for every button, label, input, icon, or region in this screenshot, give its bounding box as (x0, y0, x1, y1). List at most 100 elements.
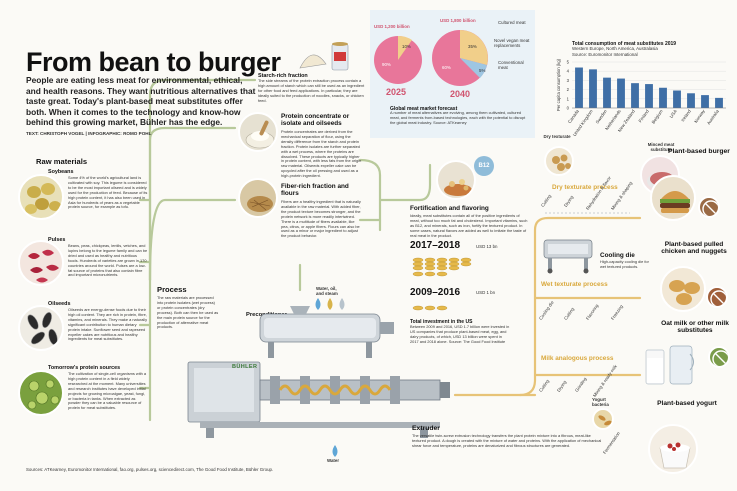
chart-ytick: 2 (567, 87, 570, 92)
chart-xtick: Belgium (651, 108, 664, 124)
investment-value-1: USD 13 bn (476, 244, 498, 249)
market-pct-a: 90% (382, 62, 391, 67)
chart-bar (589, 69, 597, 108)
chart-bar (687, 93, 695, 108)
chart-ytick: 5 (567, 60, 570, 65)
market-text: A number of meat alternatives are evolvi… (390, 110, 526, 125)
no-cow-milk-icon (708, 346, 730, 368)
process-text: The raw materials are processed into pro… (157, 295, 219, 330)
soybeans-icon (18, 174, 64, 220)
chart-xtick: Canada (567, 108, 580, 124)
tomorrow-text: The cultivation of single-cell organisms… (68, 371, 147, 411)
water-oil-steam-icons (312, 296, 352, 312)
water-label: Water (327, 458, 340, 463)
sources-line: Sources: ATKearney, Euromonitor Internat… (26, 467, 274, 472)
market-legend-conventional: Conventional meat (498, 60, 524, 70)
starch-icon (296, 38, 358, 74)
chart-xtick: Norway (693, 108, 706, 124)
raw-materials-heading: Raw materials (36, 157, 88, 166)
investment-heading: Total investment in the US (410, 319, 473, 325)
burger-icon (650, 175, 696, 221)
dry-texturate-label: Dry texturate (543, 134, 571, 139)
product-chicken: Plant-based pulled chicken and nuggets (661, 241, 727, 256)
minced-label: Minced meat substitute (647, 142, 675, 152)
investment-year-1: 2017–2018 (410, 240, 461, 251)
chart-xtick: Finland (637, 108, 650, 123)
market-legend-novel: Novel vegan meat replacements (494, 38, 530, 48)
oilseeds-text: Oilseeds are energy-dense foods due to t… (68, 307, 148, 342)
chart-bar (701, 95, 709, 108)
product-burger: Plant-based burger (668, 148, 730, 155)
microorganism-icon (18, 370, 64, 416)
soybeans-title: Soybeans (48, 169, 74, 175)
chart-xtick: Australia (706, 108, 720, 125)
chart-bar (617, 78, 625, 108)
market-year-2040: 2040 (450, 89, 471, 99)
pulses-text: Beans, peas, chickpeas, lentils, vetches… (68, 243, 148, 278)
fortification-text: Ideally, meat substitutes contain all of… (410, 213, 528, 238)
milk-glass-icon (645, 345, 694, 385)
extruder-machine (187, 306, 450, 438)
cooling-die-icon (543, 239, 593, 274)
market-forecast-panel: USD 1,200 billion USD 1,800 billion 90% … (370, 10, 535, 138)
market-pct-d: 35% (468, 44, 477, 49)
oilseeds-icon (18, 305, 64, 351)
buhler-brand: BÜHLER (232, 364, 258, 370)
fortification-heading: Fortification and flavoring (410, 205, 489, 212)
chart-bar (673, 90, 681, 108)
chart-bar (575, 67, 583, 108)
credit-line: TEXT: CHRISTOPH VOGEL | INFOGRAPHIC: ROM… (26, 131, 152, 136)
investment-value-2: USD 1 bn (476, 290, 496, 295)
process-heading: Process (157, 285, 187, 294)
starch-heading: Starch-rich fraction (258, 73, 308, 79)
fiber-text: Fibers are a healthy ingredient that is … (281, 199, 361, 239)
preconditioner-inputs: Water, oil, and steam (316, 286, 338, 296)
investment-coins-1 (412, 254, 474, 282)
market-pct-b: 10% (402, 44, 411, 49)
nuggets-icon (660, 266, 706, 312)
chart-ylabel: Per capita consumption (kg) (556, 58, 561, 111)
raw-item-soybeans: Soybeans Some 4% of the world's agricult… (18, 168, 148, 230)
market-heading: Global meat market forecast (390, 106, 458, 112)
market-value-2025: USD 1,200 billion (374, 24, 410, 29)
chart-bar (645, 84, 653, 108)
soybeans-text: Some 4% of the world's agricultural land… (68, 175, 148, 210)
yogurt-bacteria-label: Yogurt bacteria (592, 397, 609, 407)
consumption-chart: Total consumption of meat substitutes 20… (540, 40, 730, 145)
chart-ytick: 1 (567, 96, 570, 101)
b12-badge: B12 (474, 156, 494, 176)
wet-process-label: Wet texturate process (541, 281, 608, 288)
fiber-icon (238, 178, 278, 218)
pulses-icon (18, 240, 64, 286)
chart-bar (603, 77, 611, 108)
fiber-heading: Fiber-rich fraction and flours (281, 183, 349, 197)
pulses-title: Pulses (48, 237, 66, 243)
market-pies (374, 30, 488, 86)
market-legend-cultured: Cultured meat (498, 20, 526, 25)
investment-year-2: 2009–2016 (410, 287, 461, 298)
fortification-icon (436, 160, 476, 200)
raw-item-tomorrow: Tomorrow's protein sources The cultivati… (18, 364, 148, 426)
no-chicken-icon (706, 286, 728, 308)
chart-ytick: 3 (567, 78, 570, 83)
chart-bar (659, 87, 667, 108)
chart-ytick: 4 (567, 69, 570, 74)
yogurt-bacteria-icon (592, 408, 614, 430)
cooling-die-heading: Cooling die (600, 252, 635, 259)
investment-panel: 2017–2018 USD 13 bn 2009–2016 USD 1 bn T… (410, 240, 520, 370)
starch-text: The side streams of the protein extracti… (258, 78, 365, 103)
chart-source: Source: Euromonitor International (572, 52, 638, 57)
chart-bar (715, 97, 723, 108)
dry-texturate-icon (544, 146, 574, 176)
milk-process-label: Milk analogous process (541, 355, 614, 362)
chart-xtick: Ireland (680, 108, 692, 122)
intro-text: People are eating less meat for environm… (26, 75, 256, 128)
raw-item-pulses: Pulses Beans, peas, chickpeas, lentils, … (18, 236, 148, 298)
investment-coins-2 (412, 305, 448, 311)
market-pct-e: 5% (479, 68, 486, 73)
market-year-2025: 2025 (386, 87, 407, 97)
extruder-text: The versatile twin-screw extrusion techn… (412, 433, 602, 448)
chart-xtick: USA (669, 109, 678, 119)
chart-subtitle: Western Europe, North America, Australas… (572, 46, 658, 51)
no-cow-icon (698, 196, 720, 218)
